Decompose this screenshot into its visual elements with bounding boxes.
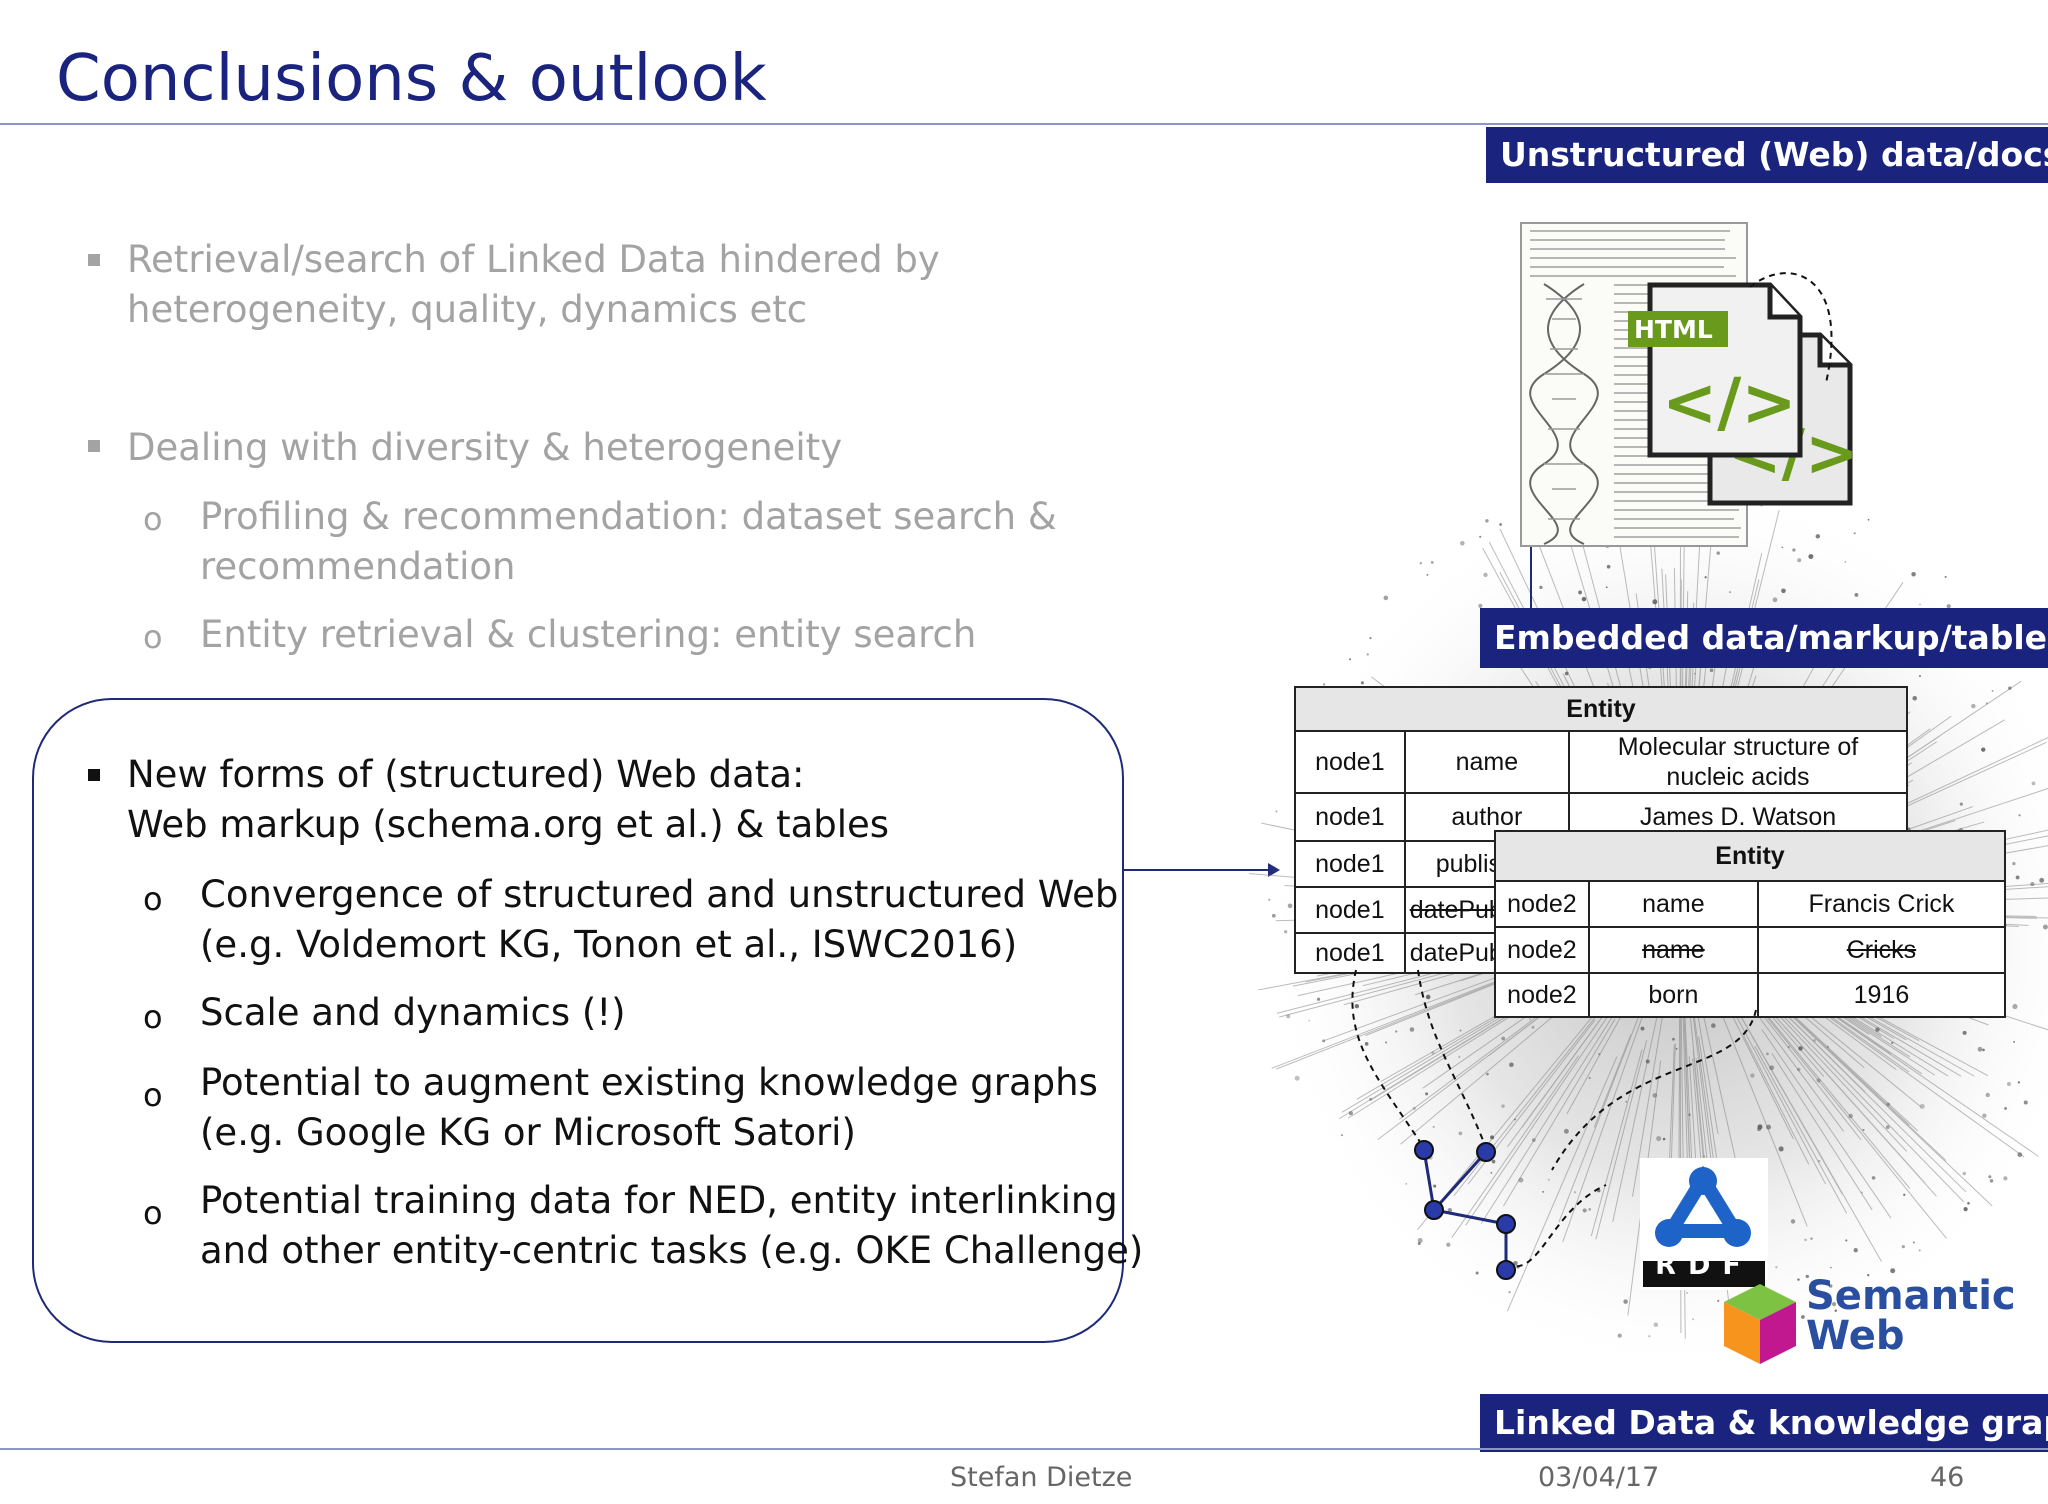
graph-node xyxy=(1424,1200,1444,1220)
callout-bullet-line1: New forms of (structured) Web data: xyxy=(127,753,805,796)
graph-node xyxy=(1476,1142,1496,1162)
html-file-icon: </> HTML </> xyxy=(1628,272,1859,506)
knowledge-graph-diagram xyxy=(1351,969,1757,1280)
bullet-marker xyxy=(88,440,100,452)
callout-sub-1-line2: (e.g. Voldemort KG, Tonon et al., ISWC20… xyxy=(200,923,1018,966)
entity-table-2: Entity node2 name Francis Crick node2 na… xyxy=(1494,830,2007,1018)
callout-sub-2-line1: Scale and dynamics (!) xyxy=(200,991,626,1034)
banner-unstructured: Unstructured (Web) data/docs xyxy=(1486,127,2048,183)
callout-sub-1-line1: Convergence of structured and unstructur… xyxy=(200,873,1119,916)
title-divider xyxy=(0,123,2048,125)
graph-node xyxy=(1496,1214,1516,1234)
callout-sub-4: Potential training data for NED, entity … xyxy=(200,1176,1143,1276)
semantic-web-label: Semantic Web xyxy=(1806,1276,2016,1356)
callout-bullet-line2: Web markup (schema.org et al.) & tables xyxy=(127,803,890,846)
rdf-logo-icon xyxy=(1643,1161,1765,1261)
dna-helix-figure xyxy=(1529,283,1599,545)
table-cell: node1 xyxy=(1294,792,1406,842)
grey-sub-1-line2: recommendation xyxy=(200,545,516,588)
table-cell: name xyxy=(1403,730,1570,794)
grey-sub-1: Profiling & recommendation: dataset sear… xyxy=(200,492,1057,592)
graph-node xyxy=(1414,1140,1434,1160)
table-cell: Molecular structure of nucleic acids xyxy=(1567,730,1909,794)
rdf-label: RDF xyxy=(1655,1250,1753,1281)
table2-header: Entity xyxy=(1494,830,2006,882)
semantic-web-cube-icon xyxy=(1724,1284,1796,1364)
semantic-web-line2: Web xyxy=(1806,1313,1905,1359)
bullet-marker xyxy=(88,254,100,266)
sub-marker: o xyxy=(143,618,163,656)
rdf-logo xyxy=(1640,1158,1768,1290)
highlight-callout xyxy=(32,698,1124,1343)
footer-divider xyxy=(0,1448,2048,1450)
table-cell: node2 xyxy=(1494,880,1590,928)
callout-sub-3-line2: (e.g. Google KG or Microsoft Satori) xyxy=(200,1111,856,1154)
table-cell: Francis Crick xyxy=(1756,880,2007,928)
banner-linked-data: Linked Data & knowledge graphs xyxy=(1480,1394,2048,1452)
grey-bullet-1-line2: heterogeneity, quality, dynamics etc xyxy=(127,288,808,331)
table-cell-line: nucleic acids xyxy=(1666,763,1810,791)
banner-embedded: Embedded data/markup/tables xyxy=(1480,608,2048,668)
bullet-marker xyxy=(88,769,100,781)
table-cell: 1916 xyxy=(1756,972,2007,1018)
graph-node xyxy=(1496,1260,1516,1280)
sub-marker: o xyxy=(143,1194,163,1232)
callout-sub-2: Scale and dynamics (!) xyxy=(200,988,626,1038)
sub-marker: o xyxy=(143,1076,163,1114)
table-cell: node2 xyxy=(1494,972,1590,1018)
slide-title: Conclusions & outlook xyxy=(56,42,767,116)
semantic-web-line1: Semantic xyxy=(1806,1273,2016,1319)
html-label: HTML xyxy=(1634,315,1713,344)
callout-connector xyxy=(1124,869,1272,871)
doc-to-table-connector xyxy=(1530,547,1532,620)
grey-sub-2: Entity retrieval & clustering: entity se… xyxy=(200,610,976,660)
callout-sub-3-line1: Potential to augment existing knowledge … xyxy=(200,1061,1098,1104)
callout-sub-4-line1: Potential training data for NED, entity … xyxy=(200,1179,1118,1222)
grey-bullet-1-line1: Retrieval/search of Linked Data hindered… xyxy=(127,238,940,281)
table-cell: node2 xyxy=(1494,926,1590,974)
table-cell: node1 xyxy=(1294,840,1406,888)
table-cell: node1 xyxy=(1294,932,1406,974)
sub-marker: o xyxy=(143,880,163,918)
callout-bullet: New forms of (structured) Web data: Web … xyxy=(127,750,889,850)
sub-marker: o xyxy=(143,500,163,538)
grey-sub-1-line1: Profiling & recommendation: dataset sear… xyxy=(200,495,1057,538)
callout-sub-1: Convergence of structured and unstructur… xyxy=(200,870,1118,970)
footer-author: Stefan Dietze xyxy=(950,1462,1133,1493)
grey-bullet-2-line1: Dealing with diversity & heterogeneity xyxy=(127,426,843,469)
table-cell: node1 xyxy=(1294,730,1406,794)
code-glyph-front: </> xyxy=(1662,364,1797,441)
file-front-icon: HTML </> xyxy=(1628,282,1803,458)
table-cell: born xyxy=(1587,972,1759,1018)
table-cell-line: Molecular structure of xyxy=(1617,733,1859,761)
callout-sub-3: Potential to augment existing knowledge … xyxy=(200,1058,1098,1158)
table-cell: Cricks xyxy=(1756,926,2007,974)
grey-bullet-2: Dealing with diversity & heterogeneity xyxy=(127,423,842,473)
table1-header: Entity xyxy=(1294,686,1908,732)
table-cell: name xyxy=(1587,880,1759,928)
grey-bullet-1: Retrieval/search of Linked Data hindered… xyxy=(127,235,940,335)
grey-sub-2-line1: Entity retrieval & clustering: entity se… xyxy=(200,613,977,656)
sub-marker: o xyxy=(143,998,163,1036)
table-cell: node1 xyxy=(1294,886,1406,934)
callout-sub-4-line2: and other entity-centric tasks (e.g. OKE… xyxy=(200,1229,1144,1272)
footer-page-number: 46 xyxy=(1930,1462,1965,1493)
footer-date: 03/04/17 xyxy=(1538,1462,1660,1493)
table-cell: author xyxy=(1403,792,1570,842)
table-cell: name xyxy=(1587,926,1759,974)
